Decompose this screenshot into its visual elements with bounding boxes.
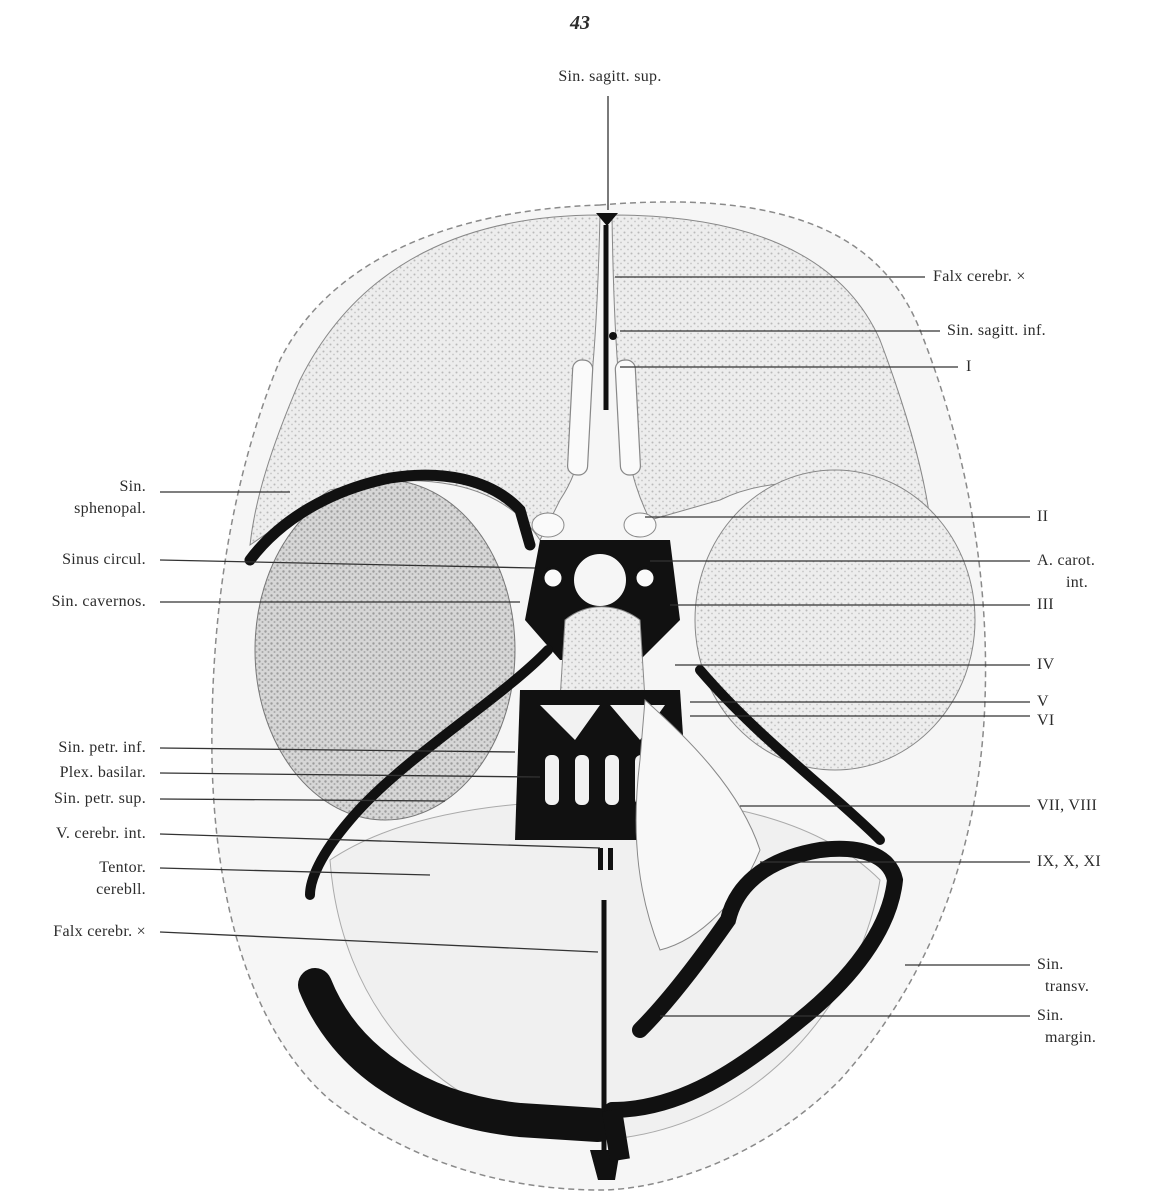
label-sin-transv: Sin. (1037, 956, 1064, 974)
label-n3: III (1037, 596, 1054, 614)
label-tentor: Tentor. (0, 859, 146, 877)
label-sin-cavernos: Sin. cavernos. (0, 593, 146, 611)
label-a-carot-int: int. (1066, 574, 1088, 592)
label-n6: VI (1037, 712, 1054, 730)
label-n5: V (1037, 693, 1049, 711)
label-sinus-circul: Sinus circul. (0, 551, 146, 569)
label-tentor-2: cerebll. (0, 881, 146, 899)
label-sin-sagitt-inf: Sin. sagitt. inf. (947, 322, 1046, 340)
label-sin-margin-2: margin. (1045, 1029, 1096, 1047)
label-sin-petr-sup: Sin. petr. sup. (0, 790, 146, 808)
label-falx-cerebr-low: Falx cerebr. × (0, 923, 146, 941)
label-n2: II (1037, 508, 1048, 526)
label-n9-11: IX, X, XI (1037, 853, 1101, 871)
label-sin-petr-inf: Sin. petr. inf. (0, 739, 146, 757)
label-sin-transv-2: transv. (1045, 978, 1089, 996)
label-sin-margin: Sin. (1037, 1007, 1064, 1025)
label-falx-cerebr: Falx cerebr. × (933, 268, 1026, 286)
label-v-cerebr-int: V. cerebr. int. (0, 825, 146, 843)
label-sin-sphenopal-2: sphenopal. (0, 500, 146, 518)
label-sin-sphenopal: Sin. (0, 478, 146, 496)
label-n7-8: VII, VIII (1037, 797, 1097, 815)
label-n1: I (966, 358, 972, 376)
label-plex-basilar: Plex. basilar. (0, 764, 146, 782)
label-n4: IV (1037, 656, 1054, 674)
label-a-carot: A. carot. (1037, 552, 1095, 570)
